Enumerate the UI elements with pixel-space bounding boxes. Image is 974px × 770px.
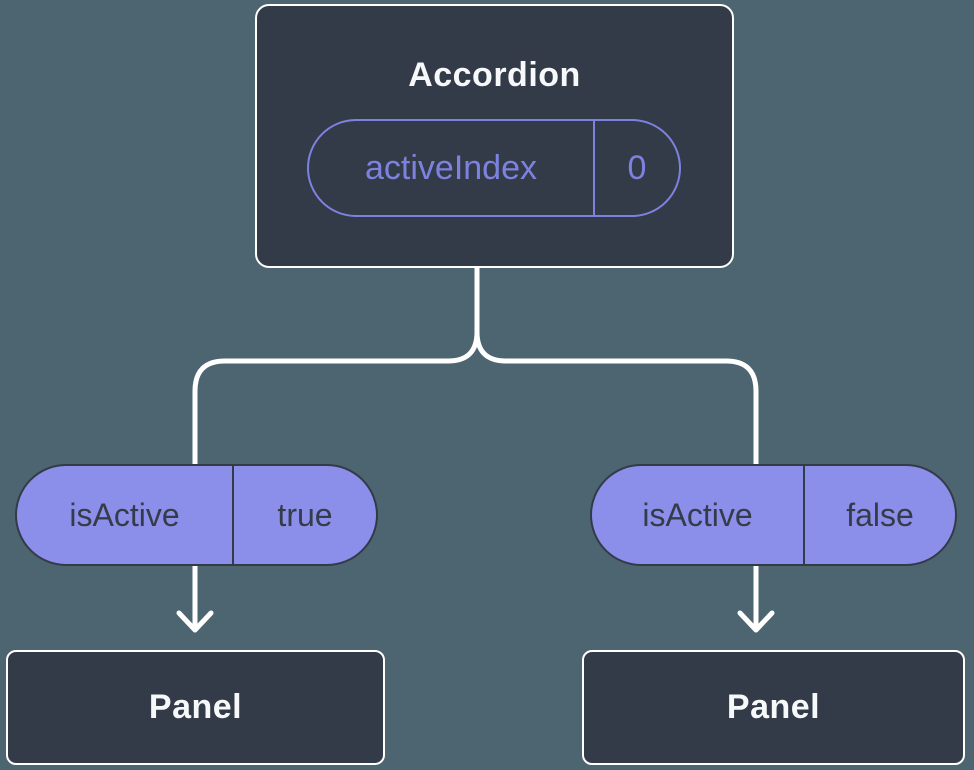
connector-left bbox=[192, 265, 480, 632]
state-prop-value: 0 bbox=[593, 121, 679, 215]
accordion-node-title: Accordion bbox=[408, 56, 581, 94]
panel-node-label: Panel bbox=[148, 688, 243, 726]
panel-node-label: Panel bbox=[726, 688, 821, 726]
is-active-pill-true: isActive true bbox=[15, 464, 378, 566]
state-prop-name: activeIndex bbox=[365, 148, 537, 187]
connector-right bbox=[474, 265, 759, 632]
is-active-pill-false: isActive false bbox=[590, 464, 957, 566]
prop-name: isActive bbox=[69, 496, 180, 533]
panel-node-right: Panel bbox=[582, 650, 965, 765]
prop-name: isActive bbox=[642, 496, 753, 533]
arrowhead-down-left-icon bbox=[176, 610, 214, 633]
prop-value: true bbox=[232, 466, 376, 564]
panel-node-left: Panel bbox=[6, 650, 385, 765]
accordion-node: Accordion activeIndex 0 bbox=[255, 4, 734, 268]
prop-value: false bbox=[803, 466, 955, 564]
arrowhead-down-right-icon bbox=[737, 610, 775, 633]
active-index-state-pill: activeIndex 0 bbox=[307, 119, 681, 217]
